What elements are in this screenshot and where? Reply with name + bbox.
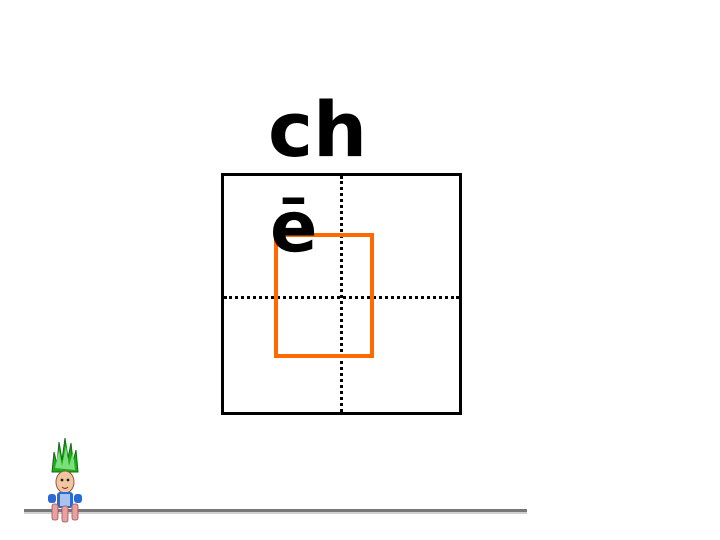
grid-vertical-guide [340,176,343,412]
ground-line [24,509,527,512]
pinyin-initial: ch [268,85,368,174]
cartoon-child-icon [48,438,82,523]
ground-line-shadow [24,512,527,514]
highlight-box [274,233,374,358]
grid-horizontal-guide [224,296,459,299]
pinyin-final: ē [270,186,318,268]
tian-zi-ge-grid [221,173,462,415]
